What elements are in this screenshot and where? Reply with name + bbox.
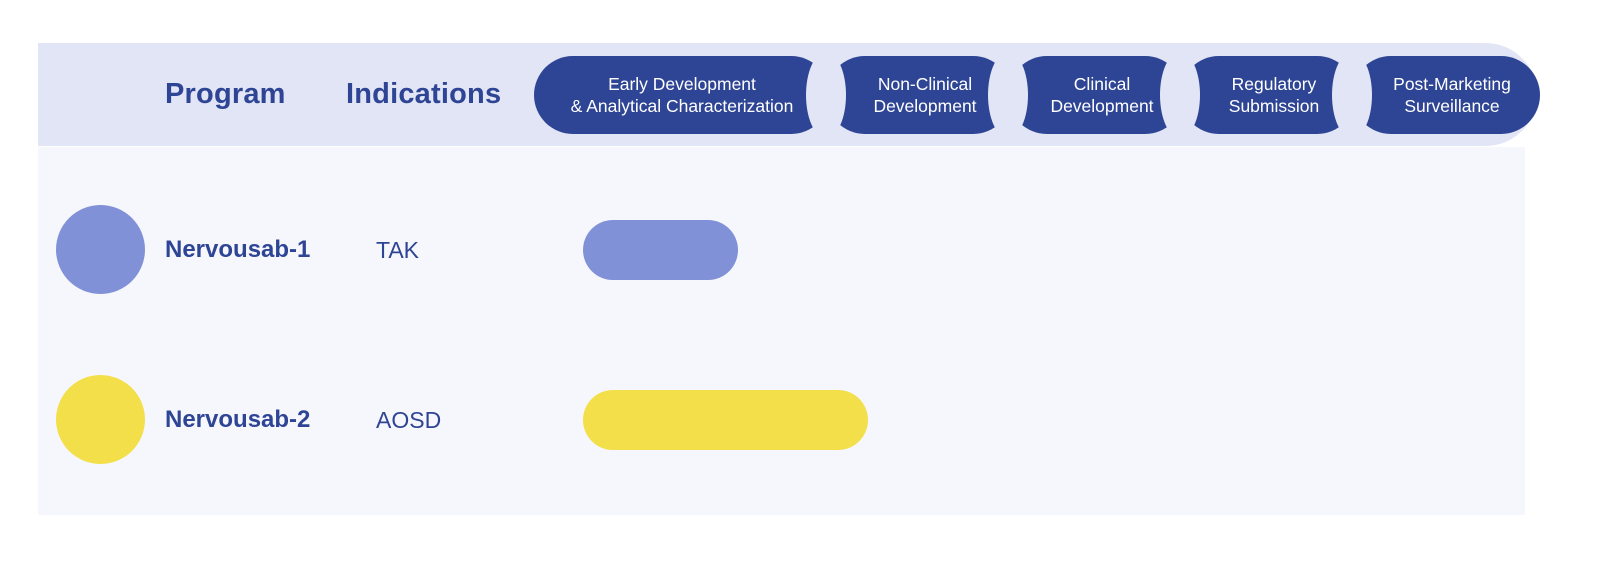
program-name: Nervousab-2 <box>165 406 311 433</box>
program-color-dot <box>56 375 145 464</box>
progress-bar[interactable] <box>583 390 868 450</box>
phase-label-regulatory-submission: Regulatory Submission <box>1228 73 1320 116</box>
phase-label-early-development: Early Development & Analytical Character… <box>570 73 794 116</box>
pipeline-chart: Program Indications Early Development & … <box>38 43 1540 515</box>
phase-label-non-clinical-development: Non-Clinical Development <box>873 73 977 116</box>
phase-chevron-regulatory-submission[interactable]: Regulatory Submission <box>1160 52 1356 138</box>
column-header-program: Program <box>165 78 286 110</box>
phase-chevron-post-marketing-surveillance[interactable]: Post-Marketing Surveillance <box>1332 52 1540 138</box>
pipeline-body: Nervousab-1 TAK Nervousab-2 AOSD <box>38 147 1525 515</box>
column-header-indications: Indications <box>346 78 502 110</box>
phase-chevron-non-clinical-development[interactable]: Non-Clinical Development <box>806 52 1012 138</box>
program-indication: TAK <box>376 236 420 263</box>
program-color-dot <box>56 205 145 294</box>
pipeline-row-nervousab-2[interactable]: Nervousab-2 AOSD <box>38 360 1525 480</box>
phase-label-post-marketing-surveillance: Post-Marketing Surveillance <box>1393 73 1511 116</box>
progress-bar[interactable] <box>583 220 738 280</box>
phase-chevron-early-development[interactable]: Early Development & Analytical Character… <box>534 56 830 134</box>
phase-label-clinical-development: Clinical Development <box>1050 73 1154 116</box>
pipeline-row-nervousab-1[interactable]: Nervousab-1 TAK <box>38 190 1525 310</box>
program-indication: AOSD <box>376 406 442 433</box>
progress-track <box>534 360 1525 480</box>
progress-track <box>534 190 1525 310</box>
pipeline-header-band: Program Indications Early Development & … <box>38 43 1540 146</box>
program-name: Nervousab-1 <box>165 236 311 263</box>
phase-chevron-clinical-development[interactable]: Clinical Development <box>988 52 1184 138</box>
